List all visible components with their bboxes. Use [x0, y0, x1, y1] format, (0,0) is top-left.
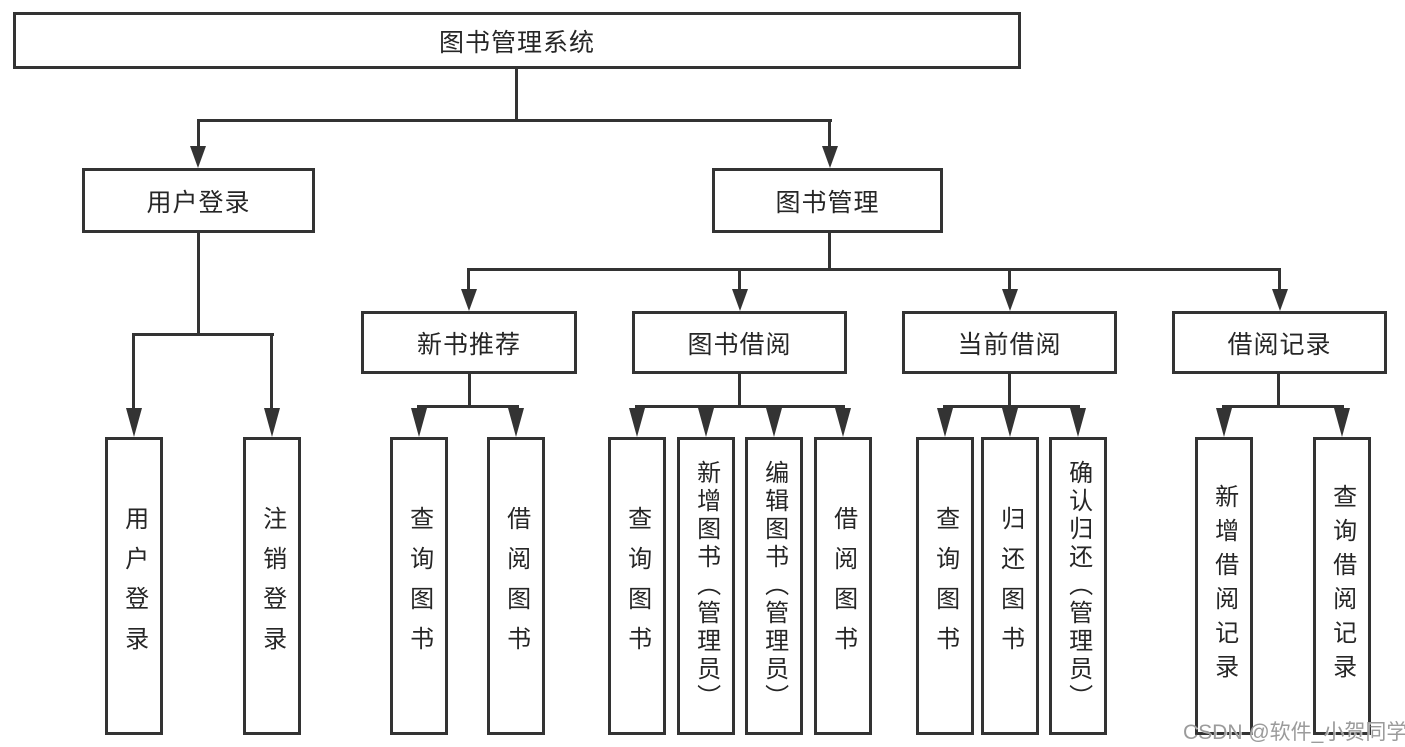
- leaf-borrow-query-books-label: 查询图书: [623, 506, 651, 666]
- arrowhead-leaf: [766, 408, 782, 437]
- leaf-current-query-books: 查询图书: [916, 437, 974, 735]
- connector-borrow-records-bar: [1222, 405, 1344, 408]
- arrowhead-leaf: [937, 408, 953, 437]
- leaf-current-confirm-return-admin-label: 确认归还（管理员）: [1064, 460, 1092, 712]
- leaf-records-query-record-label: 查询借阅记录: [1328, 484, 1356, 688]
- arrowhead-leaf: [698, 408, 714, 437]
- leaf-logout-login-label: 注销登录: [258, 506, 286, 666]
- node-new-book-recommend: 新书推荐: [361, 311, 577, 374]
- arrowhead-leaf: [126, 408, 142, 437]
- leaf-newbook-query-books: 查询图书: [390, 437, 448, 735]
- leaf-borrow-query-books: 查询图书: [608, 437, 666, 735]
- node-new-book-recommend-label: 新书推荐: [416, 330, 521, 359]
- leaf-user-login: 用户登录: [105, 437, 163, 735]
- node-book-borrow: 图书借阅: [632, 311, 847, 374]
- leaf-records-add-record: 新增借阅记录: [1195, 437, 1253, 735]
- connector-book-mgmt-bar: [467, 268, 1281, 271]
- connector-book-borrow-bar: [635, 405, 845, 408]
- leaf-records-query-record: 查询借阅记录: [1313, 437, 1371, 735]
- arrowhead-leaf: [1216, 408, 1232, 437]
- node-book-management: 图书管理: [712, 168, 943, 233]
- leaf-logout-login: 注销登录: [243, 437, 301, 735]
- connector-root-bar: [197, 119, 832, 122]
- arrowhead-leaf: [629, 408, 645, 437]
- leaf-current-query-books-label: 查询图书: [931, 506, 959, 666]
- leaf-current-return-books-label: 归还图书: [996, 506, 1024, 666]
- leaf-current-confirm-return-admin: 确认归还（管理员）: [1049, 437, 1107, 735]
- node-borrow-records-label: 借阅记录: [1227, 330, 1332, 359]
- node-book-management-label: 图书管理: [775, 188, 880, 217]
- connector-new-book-stem: [468, 374, 471, 405]
- leaf-user-login-label: 用户登录: [120, 506, 148, 666]
- watermark: CSDN @软件_小贺同学: [1183, 721, 1405, 744]
- connector-current-borrow-bar: [943, 405, 1080, 408]
- arrowhead-new-book: [461, 289, 477, 311]
- connector-l3-drop: [1278, 271, 1281, 289]
- leaf-current-return-books: 归还图书: [981, 437, 1039, 735]
- arrowhead-book-mgmt: [822, 146, 838, 168]
- node-root: 图书管理系统: [13, 12, 1021, 69]
- leaf-borrow-add-books-admin-label: 新增图书（管理员）: [692, 460, 720, 712]
- leaf-borrow-borrow-books-label: 借阅图书: [829, 506, 857, 666]
- connector-book-mgmt-stem: [828, 233, 831, 270]
- connector-l3-drop: [1008, 271, 1011, 289]
- connector-root-stem: [515, 69, 518, 121]
- connector-book-borrow-stem: [738, 374, 741, 405]
- connector-l3-drop: [467, 271, 470, 289]
- leaf-borrow-edit-books-admin-label: 编辑图书（管理员）: [760, 460, 788, 712]
- arrowhead-book-borrow: [732, 289, 748, 311]
- leaf-borrow-edit-books-admin: 编辑图书（管理员）: [745, 437, 803, 735]
- arrowhead-current-borrow: [1002, 289, 1018, 311]
- arrowhead-leaf: [411, 408, 427, 437]
- node-current-borrow-label: 当前借阅: [957, 330, 1062, 359]
- connector-l3-drop: [738, 271, 741, 289]
- leaf-newbook-borrow-books-label: 借阅图书: [502, 506, 530, 666]
- arrowhead-user-login: [190, 146, 206, 168]
- connector-new-book-bar: [417, 405, 519, 408]
- arrowhead-leaf: [1070, 408, 1086, 437]
- node-user-login: 用户登录: [82, 168, 315, 233]
- arrowhead-leaf: [1334, 408, 1350, 437]
- connector-current-borrow-stem: [1008, 374, 1011, 405]
- node-book-borrow-label: 图书借阅: [687, 330, 792, 359]
- node-root-label: 图书管理系统: [438, 28, 595, 57]
- arrowhead-leaf: [264, 408, 280, 437]
- arrowhead-leaf: [835, 408, 851, 437]
- connector-borrow-records-stem: [1277, 374, 1280, 405]
- leaf-borrow-borrow-books: 借阅图书: [814, 437, 872, 735]
- connector-user-login-bar: [132, 333, 274, 336]
- connector-leaf-drop: [132, 336, 135, 408]
- arrowhead-leaf: [1002, 408, 1018, 437]
- arrowhead-leaf: [508, 408, 524, 437]
- node-borrow-records: 借阅记录: [1172, 311, 1387, 374]
- connector-user-login-drop: [197, 122, 200, 148]
- arrowhead-borrow-records: [1272, 289, 1288, 311]
- node-current-borrow: 当前借阅: [902, 311, 1117, 374]
- leaf-newbook-borrow-books: 借阅图书: [487, 437, 545, 735]
- leaf-newbook-query-books-label: 查询图书: [405, 506, 433, 666]
- leaf-records-add-record-label: 新增借阅记录: [1210, 484, 1238, 688]
- connector-user-login-stem: [197, 233, 200, 334]
- connector-book-mgmt-drop: [828, 122, 831, 148]
- connector-leaf-drop: [270, 336, 273, 408]
- node-user-login-label: 用户登录: [146, 188, 251, 217]
- leaf-borrow-add-books-admin: 新增图书（管理员）: [677, 437, 735, 735]
